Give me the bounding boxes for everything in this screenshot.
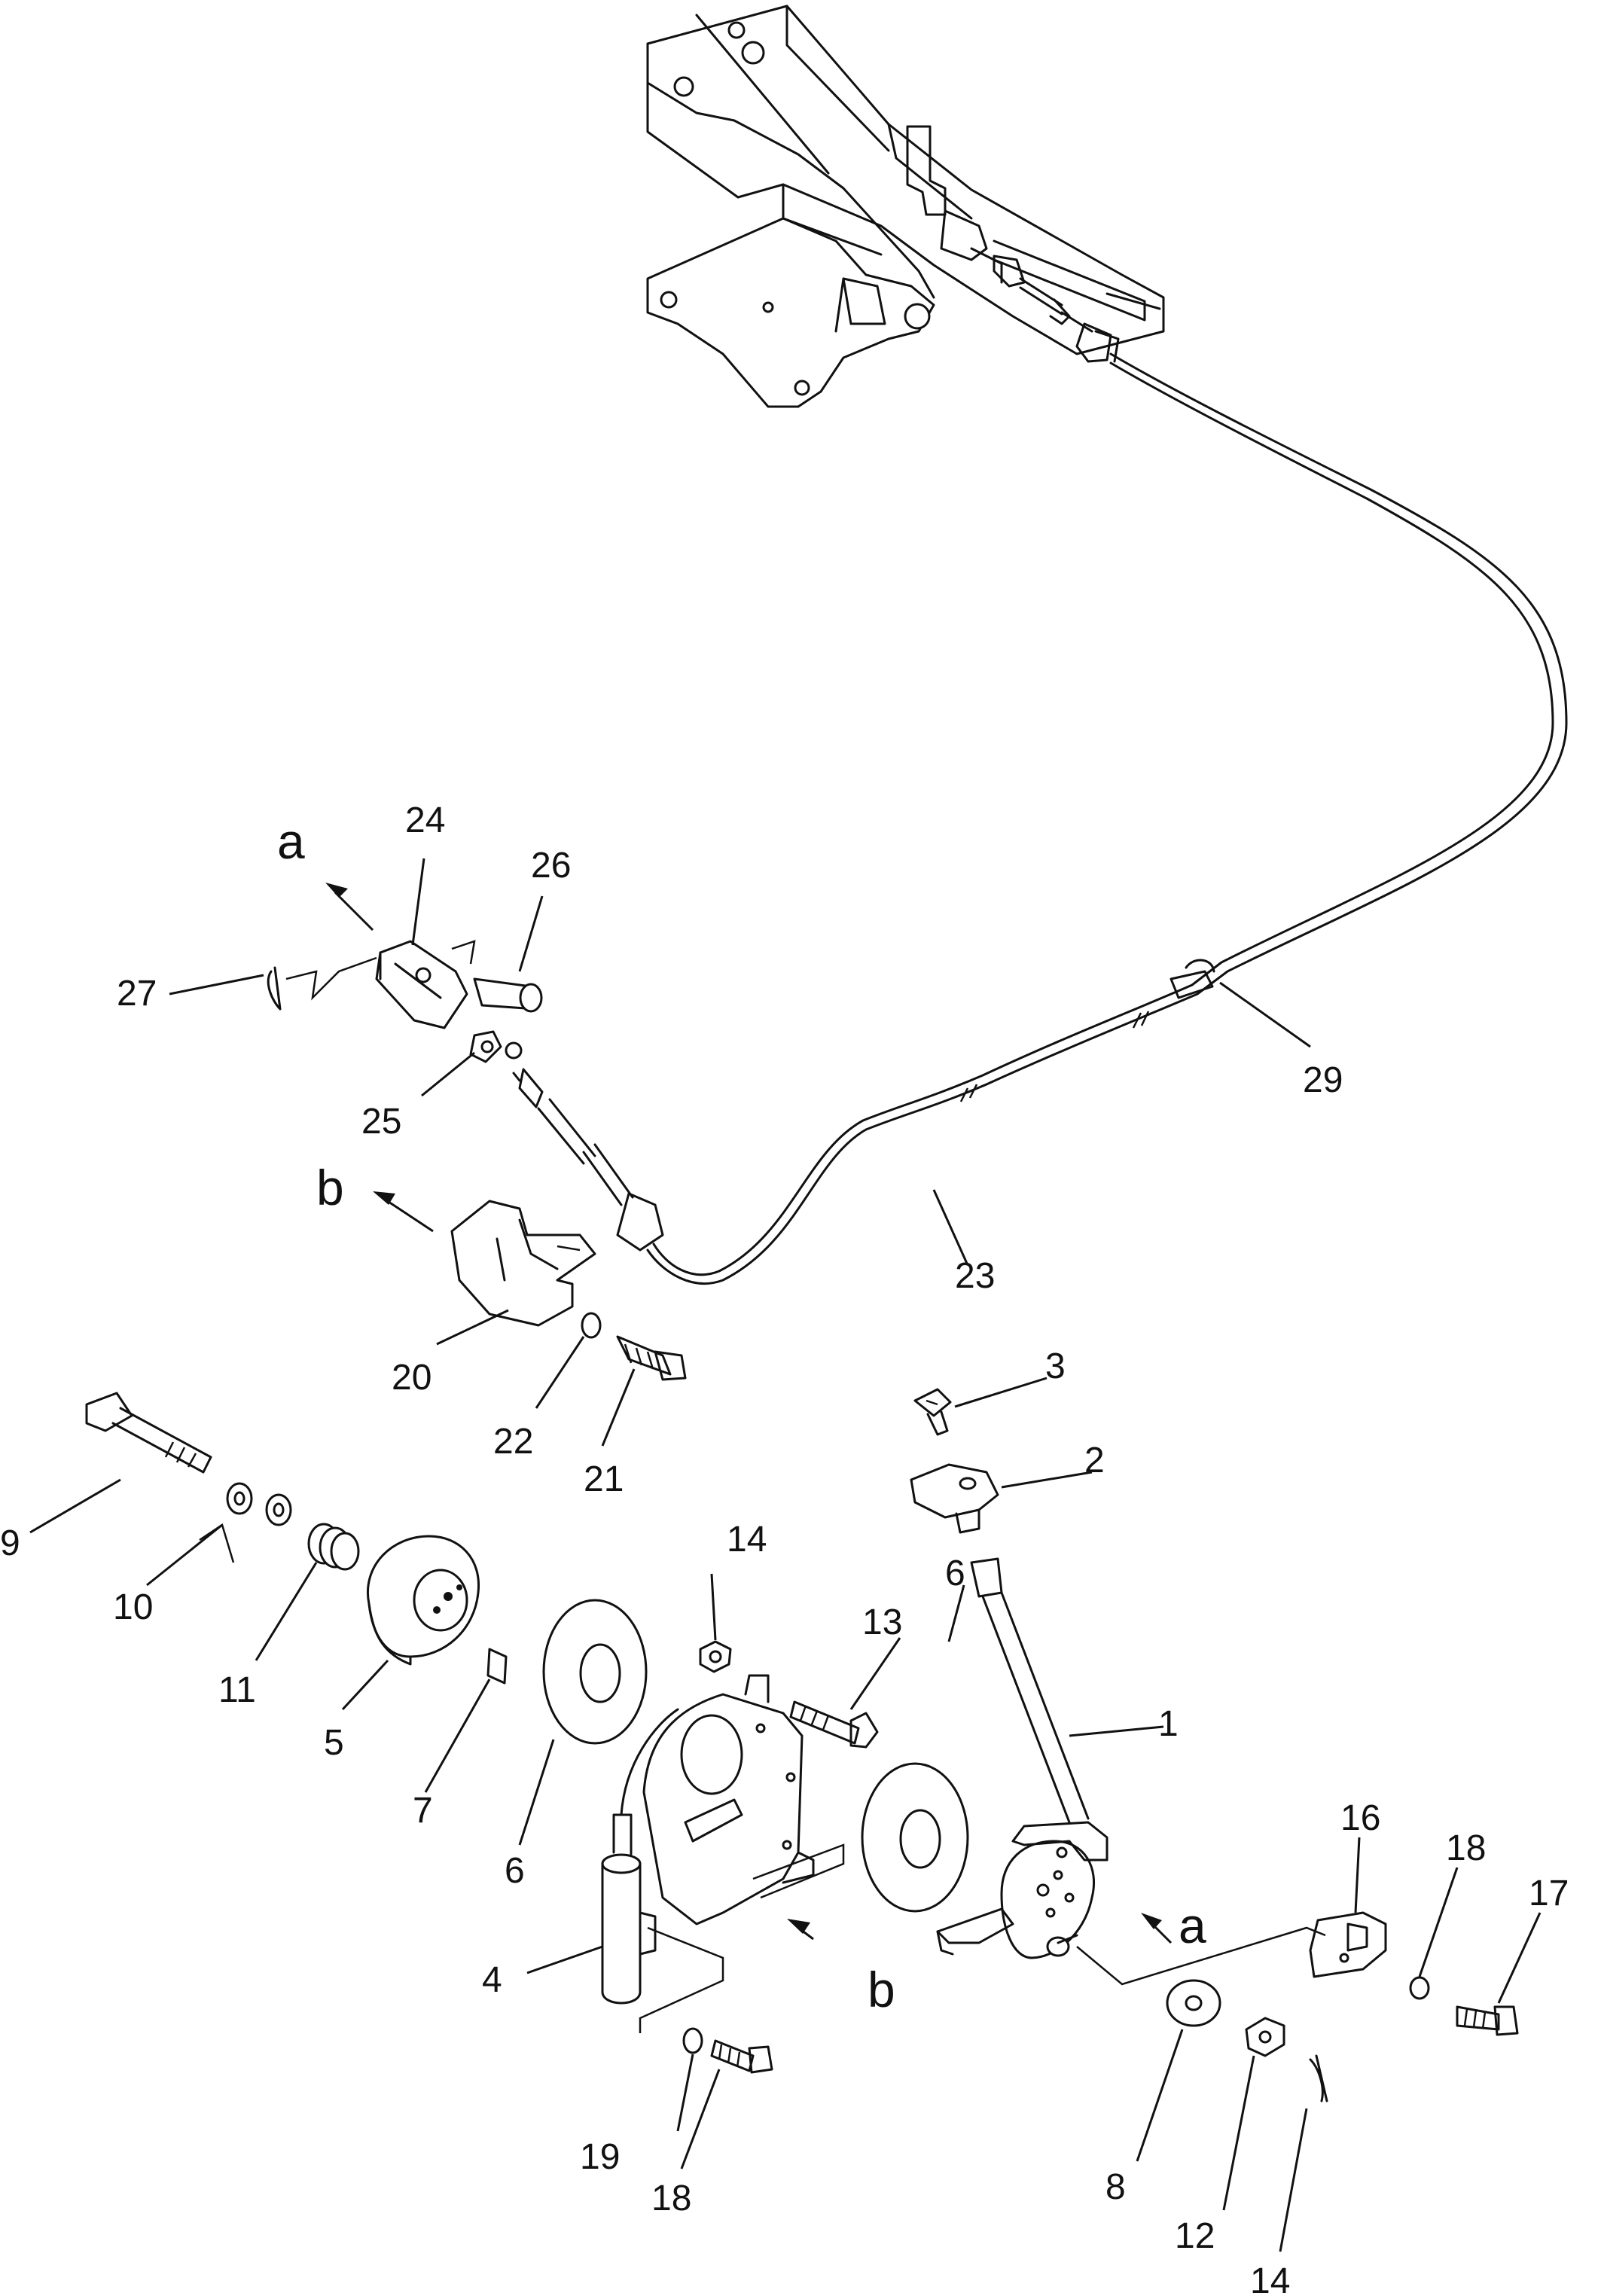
callout-25: 24 [405, 800, 445, 840]
callout-3: 3 [1045, 1346, 1066, 1386]
callout-17: 17 [1529, 1874, 1569, 1913]
mounting-plate [601, 1640, 879, 2074]
callouts: 27 24 26 25 29 23 20 22 21 3 2 14 13 6 1… [0, 800, 1569, 2296]
callout-23: 22 [493, 1422, 533, 1462]
control-cable [505, 352, 1568, 1285]
ref-b-top: b [316, 1160, 344, 1215]
callout-14: 13 [862, 1602, 902, 1642]
callout-26: 25 [361, 1102, 401, 1142]
callout-20: 19 [580, 2137, 620, 2177]
clevis-assembly [267, 940, 543, 1063]
callout-18: 18 [1446, 1828, 1486, 1868]
callout-28: 27 [117, 974, 157, 1014]
callout-29: 29 [1303, 1060, 1343, 1100]
callout-15: 14 [727, 1520, 767, 1560]
callout-21: 20 [392, 1358, 432, 1398]
callout-24: 23 [955, 1256, 995, 1296]
callout-16: 16 [1340, 1798, 1380, 1838]
callout-7: 7 [413, 1791, 433, 1831]
callout-6-right: 6 [945, 1554, 965, 1593]
callout-5: 5 [324, 1723, 344, 1763]
pulley-assembly [85, 1392, 969, 1913]
callout-2: 2 [1084, 1441, 1105, 1480]
mounting-bracket [646, 5, 1165, 408]
callout-13: 14 [1250, 2261, 1290, 2296]
leader-lines [29, 858, 1542, 2252]
control-lever [910, 1388, 1328, 2102]
callout-8: 8 [1105, 2167, 1126, 2207]
callout-9: 9 [0, 1523, 20, 1563]
callout-19: 18 [651, 2179, 691, 2218]
callout-11: 11 [218, 1670, 256, 1710]
stop-bracket [1309, 1911, 1519, 2036]
callout-1: 1 [1158, 1704, 1179, 1744]
callout-6-left: 6 [505, 1851, 525, 1891]
callout-10: 10 [113, 1587, 153, 1627]
callout-4: 4 [482, 1960, 502, 2000]
callout-12: 12 [1175, 2216, 1215, 2256]
direction-arrows [325, 883, 1173, 1944]
cable-bracket [450, 1200, 687, 1381]
ref-a-bottom: a [1179, 1898, 1206, 1953]
callout-27: 26 [531, 846, 571, 886]
ref-a-top: a [277, 813, 305, 869]
ref-b-bottom: b [868, 1962, 895, 2017]
view-references: a b b a [277, 813, 1206, 2017]
callout-22: 21 [584, 1459, 624, 1499]
